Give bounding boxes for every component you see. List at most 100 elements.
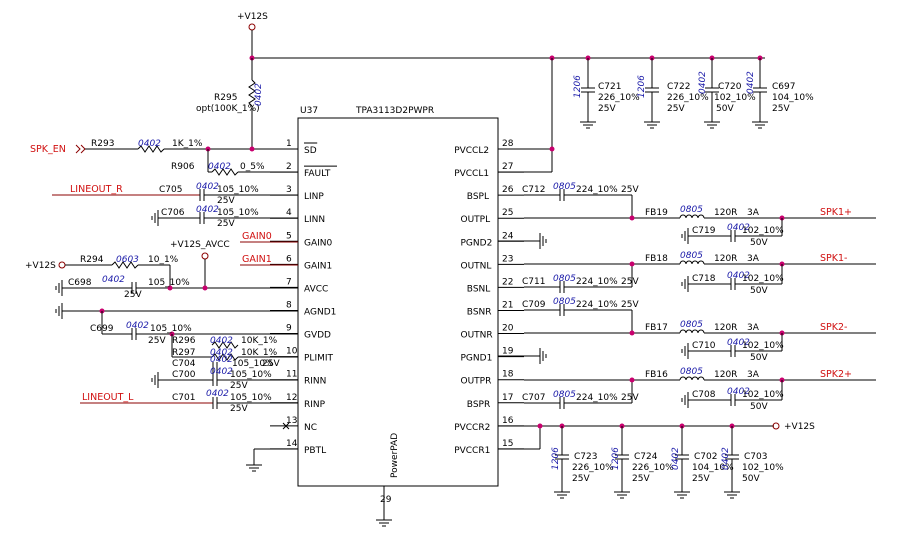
c720-pkg: 0402 <box>698 71 708 94</box>
pin-number: 20 <box>502 324 514 334</box>
filter-cap-value: 102_10% <box>742 341 784 351</box>
ferrite-current: 3A <box>747 370 760 380</box>
c700-voltage: 25V <box>230 381 248 391</box>
pin-name: LINP <box>304 192 324 202</box>
pin-number: 10 <box>286 347 298 357</box>
bootstrap-cap-voltage: 25V <box>621 185 639 195</box>
net-lineout-r: LINEOUT_R <box>70 184 123 195</box>
pin-name: AGND1 <box>304 307 336 317</box>
r296-ref: R296 <box>172 336 196 346</box>
pin-name: PVCCR1 <box>454 446 490 456</box>
cap-ref: C703 <box>744 452 767 462</box>
ferrite-pkg: 0805 <box>680 251 703 261</box>
c721-value: 226_10% <box>598 93 640 103</box>
ferrite-current: 3A <box>747 208 760 218</box>
no-connect-mark <box>282 422 290 430</box>
resistor-r906 <box>211 168 239 176</box>
r906-value: 0_5% <box>240 162 265 172</box>
pin-name: AVCC <box>304 284 328 294</box>
bootstrap-cap-voltage: 25V <box>621 277 639 287</box>
cap-pkg: 1206 <box>611 447 621 470</box>
ferrite-bead <box>679 260 705 265</box>
junction <box>629 215 635 221</box>
filter-cap-value: 102_10% <box>742 226 784 236</box>
bootstrap-cap-ref: C709 <box>522 300 546 310</box>
pin-name: BSPL <box>467 192 489 202</box>
c704-pkg: 0402 <box>210 355 233 365</box>
pin-number: 26 <box>502 185 514 195</box>
filter-cap-voltage: 50V <box>750 353 768 363</box>
c721-pkg: 1206 <box>573 75 583 98</box>
pin-number: 8 <box>286 300 292 310</box>
c700-ref: C700 <box>172 370 196 380</box>
c697-value: 104_10% <box>772 93 814 103</box>
ferrite-pkg: 0805 <box>680 205 703 215</box>
junction <box>629 377 635 383</box>
c699-voltage: 25V <box>148 336 166 346</box>
filter-cap-pkg: 0402 <box>727 271 750 281</box>
pin-number: 6 <box>286 254 292 264</box>
cap-c720 <box>704 58 720 129</box>
filter-cap-pkg: 0402 <box>727 338 750 348</box>
filter-cap-pkg: 0402 <box>727 387 750 397</box>
ferrite-bead <box>679 214 705 219</box>
bootstrap-cap-ref: C707 <box>522 393 545 403</box>
bootstrap-cap-pkg: 0805 <box>553 297 576 307</box>
cap-ref: C723 <box>574 452 597 462</box>
net-spk-en: SPK_EN <box>30 144 66 155</box>
c704-value: 105_10% <box>232 359 274 369</box>
c721-ref: C721 <box>598 82 621 92</box>
cap-value: 226_10% <box>632 463 674 473</box>
pin-name: FAULT <box>304 169 331 179</box>
power-port-v12s-left <box>58 261 66 269</box>
pin-number: 11 <box>286 370 297 380</box>
pin-name: LINN <box>304 215 325 225</box>
c720-ref: C720 <box>718 82 742 92</box>
filter-cap-voltage: 50V <box>750 238 768 248</box>
c699-value: 105_10% <box>150 324 192 334</box>
r293-value: 1K_1% <box>172 139 203 149</box>
speaker-net-label: SPK1+ <box>820 207 852 218</box>
ferrite-pkg: 0805 <box>680 320 703 330</box>
pin-name: PVCCR2 <box>454 423 490 433</box>
ferrite-bead <box>679 329 705 334</box>
cap-voltage: 25V <box>692 474 710 484</box>
ic-ref: U37 <box>300 106 318 116</box>
c720-value: 102_10% <box>714 93 756 103</box>
pin-number: 22 <box>502 277 513 287</box>
ferrite-ref: FB18 <box>645 254 668 264</box>
ground-symbol <box>376 519 392 527</box>
pin-number: 2 <box>286 162 292 172</box>
pin-number: 7 <box>286 277 292 287</box>
pin-name: PGND1 <box>461 354 493 364</box>
filter-cap-ref: C718 <box>692 274 716 284</box>
pin-number: 3 <box>286 185 292 195</box>
ic-body <box>297 117 499 487</box>
pin-name: OUTPR <box>461 377 492 387</box>
speaker-net-label: SPK2+ <box>820 369 852 380</box>
cap-c697 <box>752 58 768 129</box>
c700-pkg: 0402 <box>210 367 233 377</box>
c706-pkg: 0402 <box>196 205 219 215</box>
net-v12s-left: +V12S <box>25 261 56 271</box>
r294-pkg: 0603 <box>116 255 139 265</box>
pin-number: 19 <box>502 347 514 357</box>
filter-cap-ref: C710 <box>692 341 716 351</box>
pin-name: PVCCL1 <box>454 169 489 179</box>
bootstrap-cap-voltage: 25V <box>621 300 639 310</box>
ferrite-ref: FB17 <box>645 323 668 333</box>
resistor-r295 <box>248 79 256 107</box>
junction <box>629 261 635 267</box>
ferrite-current: 3A <box>747 323 760 333</box>
c706-ref: C706 <box>161 208 185 218</box>
ground-c698 <box>55 280 63 296</box>
c701-voltage: 25V <box>230 404 248 414</box>
c698-pkg: 0402 <box>102 275 125 285</box>
cap-c721 <box>580 58 596 129</box>
net-v12s-avcc: +V12S_AVCC <box>170 240 230 250</box>
speaker-net-label: SPK1- <box>820 253 847 264</box>
